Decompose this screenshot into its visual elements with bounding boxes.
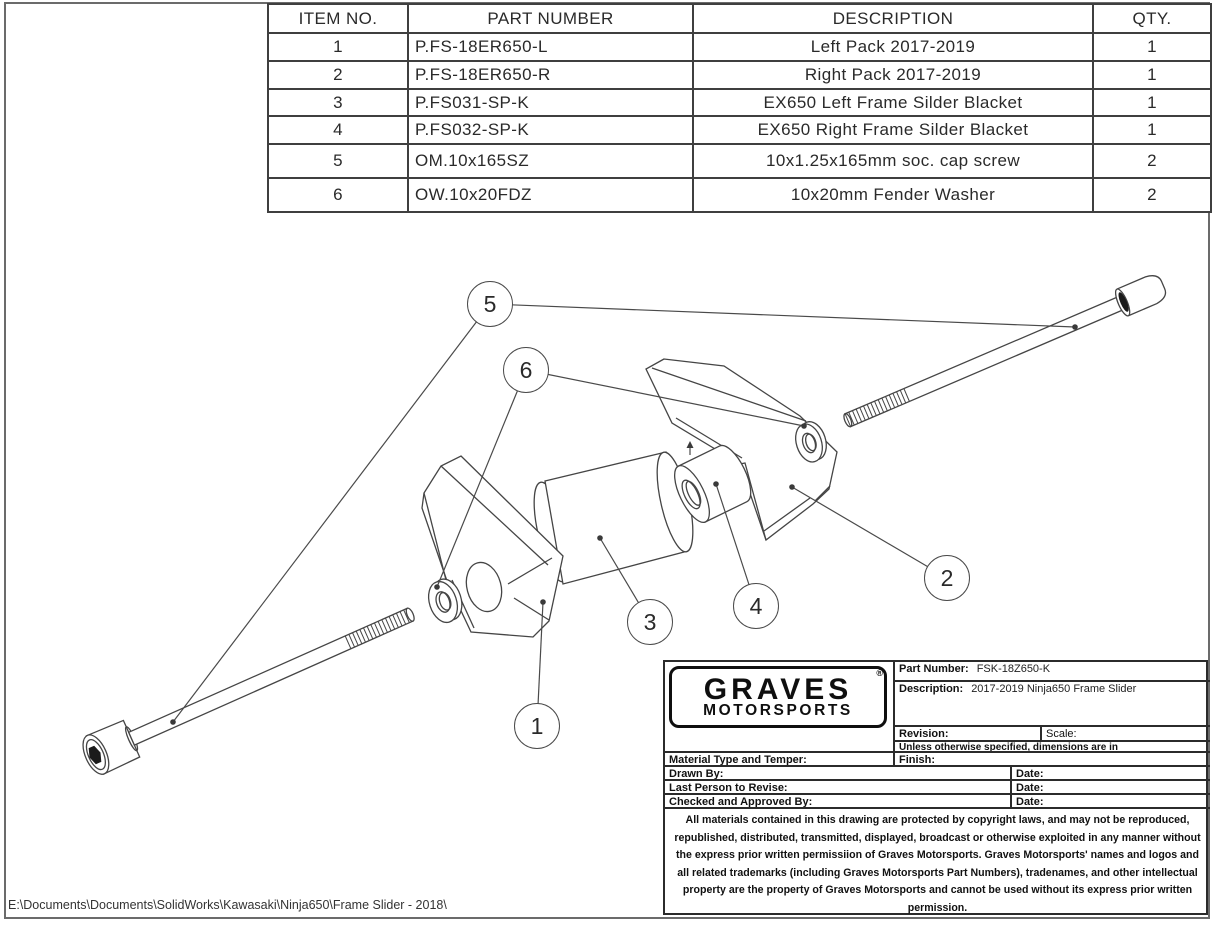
date-label: Date:: [1016, 782, 1044, 794]
bom-cell-desc: Right Pack 2017-2019: [692, 60, 1094, 90]
finish-row: Finish:: [895, 753, 1210, 767]
table-row: 1 P.FS-18ER650-L Left Pack 2017-2019 1: [267, 32, 1212, 62]
drawn-by-cell: Drawn By:: [665, 767, 1012, 781]
revise-date-cell: Date:: [1012, 781, 1210, 795]
bom-table: ITEM NO. PART NUMBER DESCRIPTION QTY. 1 …: [267, 3, 1212, 213]
balloon-5: 5: [467, 281, 513, 327]
balloon-4: 4: [733, 583, 779, 629]
balloon-3: 3: [627, 599, 673, 645]
bom-header-desc: DESCRIPTION: [692, 3, 1094, 34]
scale-label: Scale:: [1046, 728, 1077, 740]
units-note: Unless otherwise specified, dimensions a…: [899, 742, 1118, 753]
bom-header-qty: QTY.: [1092, 3, 1212, 34]
socket-screw-bottom-left: [82, 607, 415, 776]
bom-cell-item: 6: [267, 177, 409, 213]
drawn-date-cell: Date:: [1012, 767, 1210, 781]
scale-cell: Scale:: [1042, 727, 1210, 742]
description-value: 2017-2019 Ninja650 Frame Slider: [971, 683, 1137, 695]
washer-right: [795, 421, 827, 463]
balloon-5-label: 5: [483, 290, 497, 317]
bom-cell-item: 4: [267, 115, 409, 145]
checked-label: Checked and Approved By:: [669, 796, 813, 808]
material-row: Material Type and Temper:: [665, 753, 895, 767]
graves-motorsports-logo: ® GRAVES MOTORSPORTS: [669, 666, 887, 728]
bom-cell-qty: 1: [1092, 115, 1212, 145]
date-label: Date:: [1016, 796, 1044, 808]
table-row: 4 P.FS032-SP-K EX650 Right Frame Silder …: [267, 115, 1212, 145]
bom-cell-qty: 1: [1092, 32, 1212, 62]
part-number-label: Part Number:: [899, 663, 969, 675]
description-row: Description: 2017-2019 Ninja650 Frame Sli…: [895, 682, 1210, 727]
bom-header-part: PART NUMBER: [407, 3, 694, 34]
bom-cell-part: P.FS032-SP-K: [407, 115, 694, 145]
material-label: Material Type and Temper:: [669, 754, 807, 766]
registered-trademark-icon: ®: [876, 668, 883, 678]
revision-label: Revision:: [899, 728, 949, 740]
leader-lines: [170, 303, 1078, 727]
bom-cell-qty: 2: [1092, 143, 1212, 179]
date-label: Date:: [1016, 768, 1044, 780]
bom-header-item: ITEM NO.: [267, 3, 409, 34]
logo-line1: GRAVES: [703, 673, 853, 706]
balloon-2-label: 2: [940, 564, 954, 591]
bom-cell-desc: 10x20mm Fender Washer: [692, 177, 1094, 213]
bom-cell-desc: EX650 Right Frame Silder Blacket: [692, 115, 1094, 145]
balloon-2: 2: [924, 555, 970, 601]
bom-cell-part: OM.10x165SZ: [407, 143, 694, 179]
finish-label: Finish:: [899, 754, 936, 766]
balloon-1-label: 1: [530, 712, 544, 739]
bom-cell-part: P.FS031-SP-K: [407, 88, 694, 117]
bom-cell-desc: EX650 Left Frame Silder Blacket: [692, 88, 1094, 117]
balloon-4-label: 4: [749, 592, 763, 619]
bom-cell-item: 1: [267, 32, 409, 62]
logo-cell: ® GRAVES MOTORSPORTS: [665, 662, 895, 753]
table-row: 3 P.FS031-SP-K EX650 Left Frame Silder B…: [267, 88, 1212, 117]
bom-cell-qty: 2: [1092, 177, 1212, 213]
balloon-1: 1: [514, 703, 560, 749]
bom-cell-item: 3: [267, 88, 409, 117]
direction-arrow-icon: [686, 441, 694, 455]
washer-left: [427, 578, 463, 624]
part-number-value: FSK-18Z650-K: [976, 663, 1051, 675]
balloon-6: 6: [503, 347, 549, 393]
file-path: E:\Documents\Documents\SolidWorks\Kawasa…: [8, 898, 447, 912]
bom-header-row: ITEM NO. PART NUMBER DESCRIPTION QTY.: [267, 3, 1212, 34]
balloon-6-label: 6: [519, 356, 533, 383]
copyright-notice: All materials contained in this drawing …: [674, 814, 1201, 914]
units-note-row: Unless otherwise specified, dimensions a…: [895, 742, 1210, 753]
revise-label: Last Person to Revise:: [669, 782, 788, 794]
socket-screw-top-right: [843, 275, 1167, 428]
table-row: 5 OM.10x165SZ 10x1.25x165mm soc. cap scr…: [267, 143, 1212, 179]
bom-cell-desc: Left Pack 2017-2019: [692, 32, 1094, 62]
checked-date-cell: Date:: [1012, 795, 1210, 809]
title-block: ® GRAVES MOTORSPORTS Material Type and T…: [663, 660, 1210, 915]
table-row: 2 P.FS-18ER650-R Right Pack 2017-2019 1: [267, 60, 1212, 90]
part-number-row: Part Number: FSK-18Z650-K: [895, 662, 1210, 682]
bom-cell-desc: 10x1.25x165mm soc. cap screw: [692, 143, 1094, 179]
bom-cell-part: P.FS-18ER650-R: [407, 60, 694, 90]
checked-cell: Checked and Approved By:: [665, 795, 1012, 809]
logo-line2: MOTORSPORTS: [703, 702, 853, 719]
drawn-by-label: Drawn By:: [669, 768, 724, 780]
bom-cell-part: OW.10x20FDZ: [407, 177, 694, 213]
bom-cell-qty: 1: [1092, 60, 1212, 90]
bom-cell-item: 5: [267, 143, 409, 179]
bom-cell-item: 2: [267, 60, 409, 90]
revise-cell: Last Person to Revise:: [665, 781, 1012, 795]
description-label: Description:: [899, 683, 964, 695]
bom-cell-part: P.FS-18ER650-L: [407, 32, 694, 62]
revision-cell: Revision:: [895, 727, 1042, 742]
table-row: 6 OW.10x20FDZ 10x20mm Fender Washer 2: [267, 177, 1212, 213]
balloon-3-label: 3: [643, 608, 657, 635]
bom-cell-qty: 1: [1092, 88, 1212, 117]
